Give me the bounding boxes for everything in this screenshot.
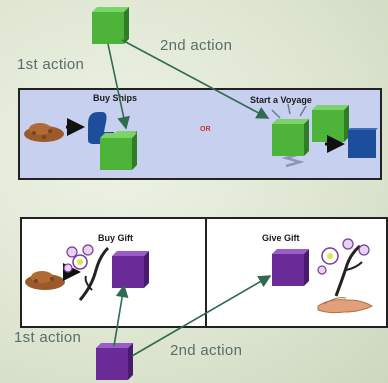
flower-branch-icon xyxy=(63,244,110,301)
hands-icon xyxy=(317,297,374,314)
or-label: OR xyxy=(200,126,211,133)
blue-cube-icon xyxy=(348,128,378,158)
flower-branch-icon xyxy=(317,238,370,297)
green-cube-icon xyxy=(100,131,137,170)
bottom-panel-divider xyxy=(205,217,207,328)
bottom-first-action-label: 1st action xyxy=(14,329,82,346)
top-second-action-label: 2nd action xyxy=(160,37,233,54)
purple-cube-icon xyxy=(112,251,149,288)
source-purple-cube-icon xyxy=(96,343,133,380)
purple-cube-icon xyxy=(272,249,309,286)
green-cube-icon xyxy=(272,119,309,156)
soil-pile-icon xyxy=(24,123,64,142)
first-action-arrow xyxy=(107,43,130,130)
soil-pile-icon xyxy=(25,271,65,290)
buy-ships-title: Buy Ships xyxy=(93,93,138,103)
bottom-second-action-label: 2nd action xyxy=(170,342,243,359)
first-action-arrow xyxy=(113,284,129,347)
green-cube-icon xyxy=(312,105,349,142)
source-green-cube-icon xyxy=(92,7,129,44)
second-action-arrow xyxy=(131,275,272,357)
give-gift-title: Give Gift xyxy=(262,233,300,243)
start-voyage-title: Start a Voyage xyxy=(250,95,312,105)
top-first-action-label: 1st action xyxy=(17,56,85,73)
buy-gift-title: Buy Gift xyxy=(98,233,133,243)
second-action-arrow xyxy=(121,39,270,119)
